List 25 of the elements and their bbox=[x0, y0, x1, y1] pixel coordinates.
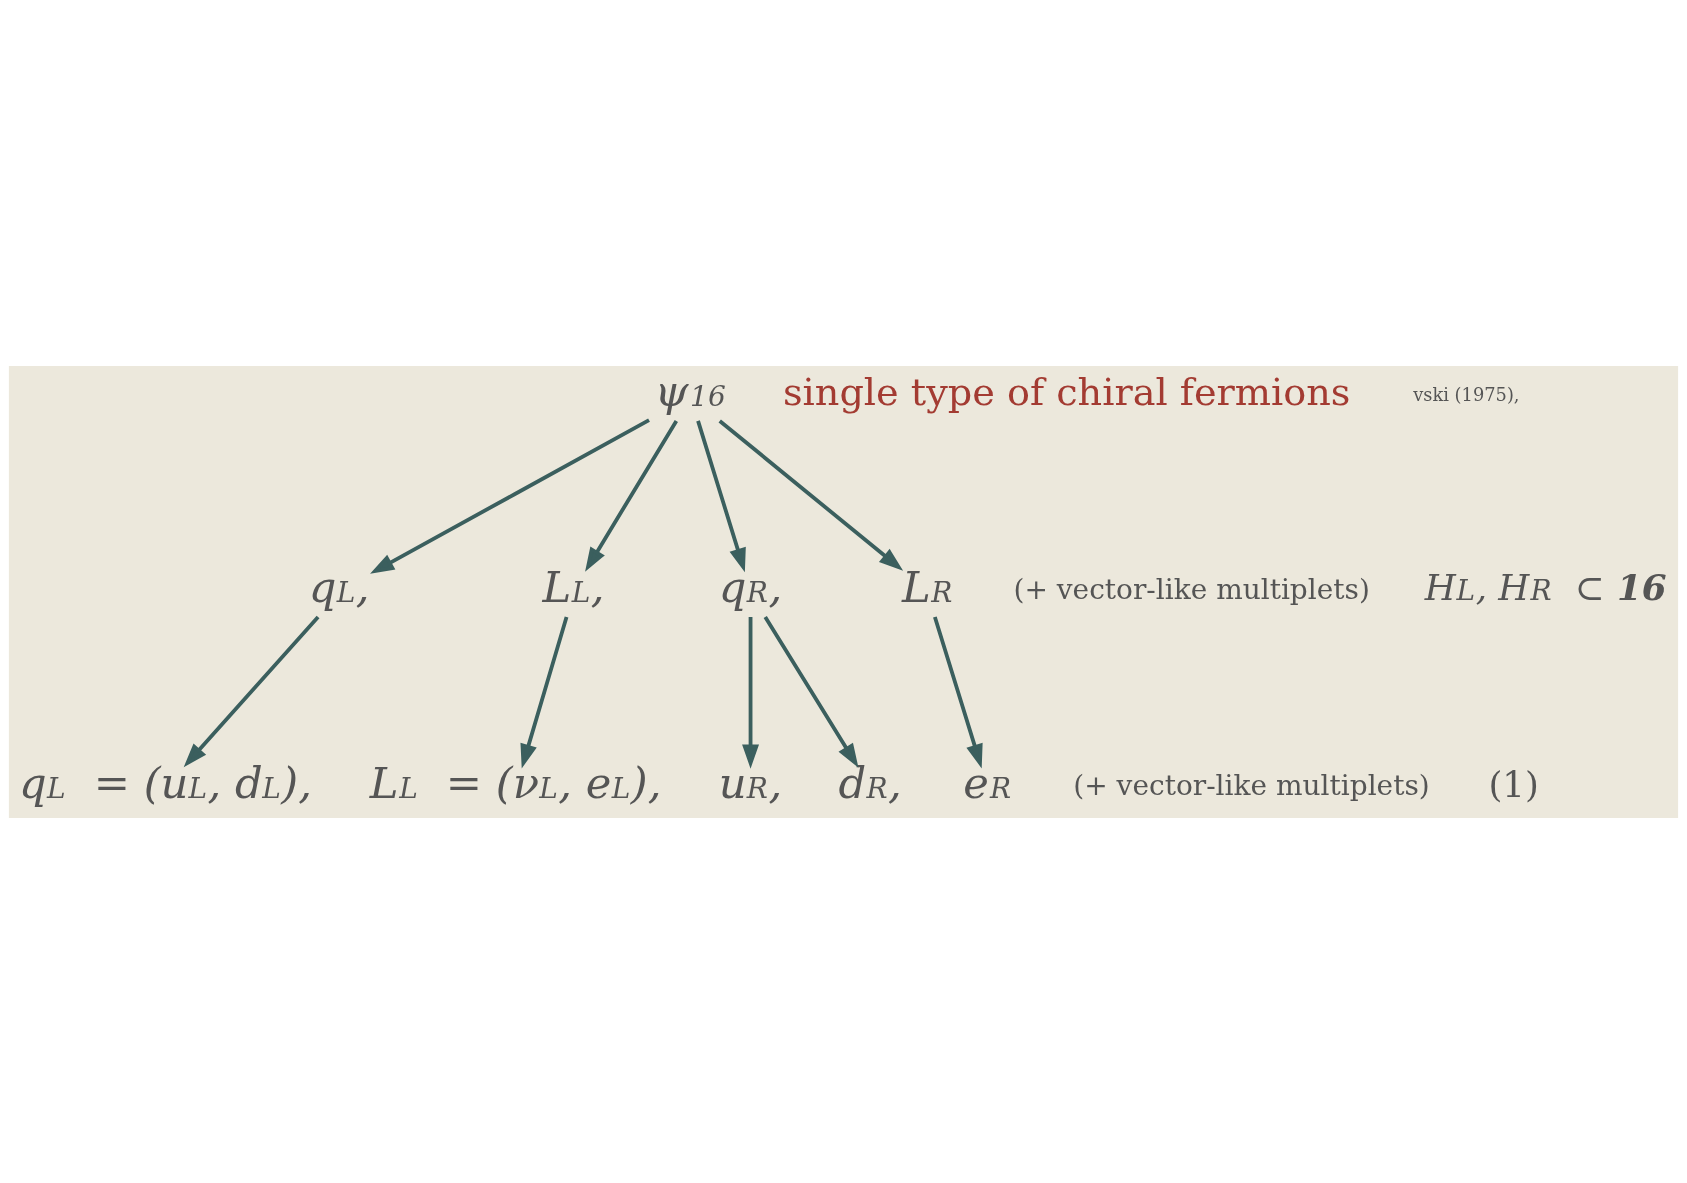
node-text: LR bbox=[902, 561, 953, 612]
node-text: qR, bbox=[718, 561, 783, 612]
label: (+ vector-like multiplets) bbox=[1013, 572, 1370, 606]
label: single type of chiral fermions bbox=[783, 369, 1351, 414]
node-text: ψ16 bbox=[654, 365, 726, 416]
arrow bbox=[718, 418, 904, 571]
label: HL, HR ⊂ 16 bbox=[1424, 566, 1667, 608]
arrow bbox=[763, 615, 859, 768]
arrow bbox=[585, 419, 678, 572]
label: vski (1975), bbox=[1413, 383, 1520, 405]
node-text: dR, bbox=[838, 757, 902, 808]
node-text: LL = (νL, eL), bbox=[369, 757, 662, 808]
arrow bbox=[520, 615, 569, 768]
node-text: uR, bbox=[718, 757, 783, 808]
node-text: qL, bbox=[308, 561, 370, 612]
arrow bbox=[933, 615, 983, 768]
node-text: LL, bbox=[542, 561, 605, 612]
arrow bbox=[183, 615, 320, 767]
arrow bbox=[742, 616, 760, 769]
arrow bbox=[370, 417, 650, 574]
label: (+ vector-like multiplets) bbox=[1073, 768, 1430, 802]
arrow bbox=[696, 419, 746, 572]
node-text: qL = (uL, dL), bbox=[19, 757, 313, 808]
node-text: eR bbox=[963, 757, 1012, 808]
label: (1) bbox=[1488, 763, 1539, 805]
